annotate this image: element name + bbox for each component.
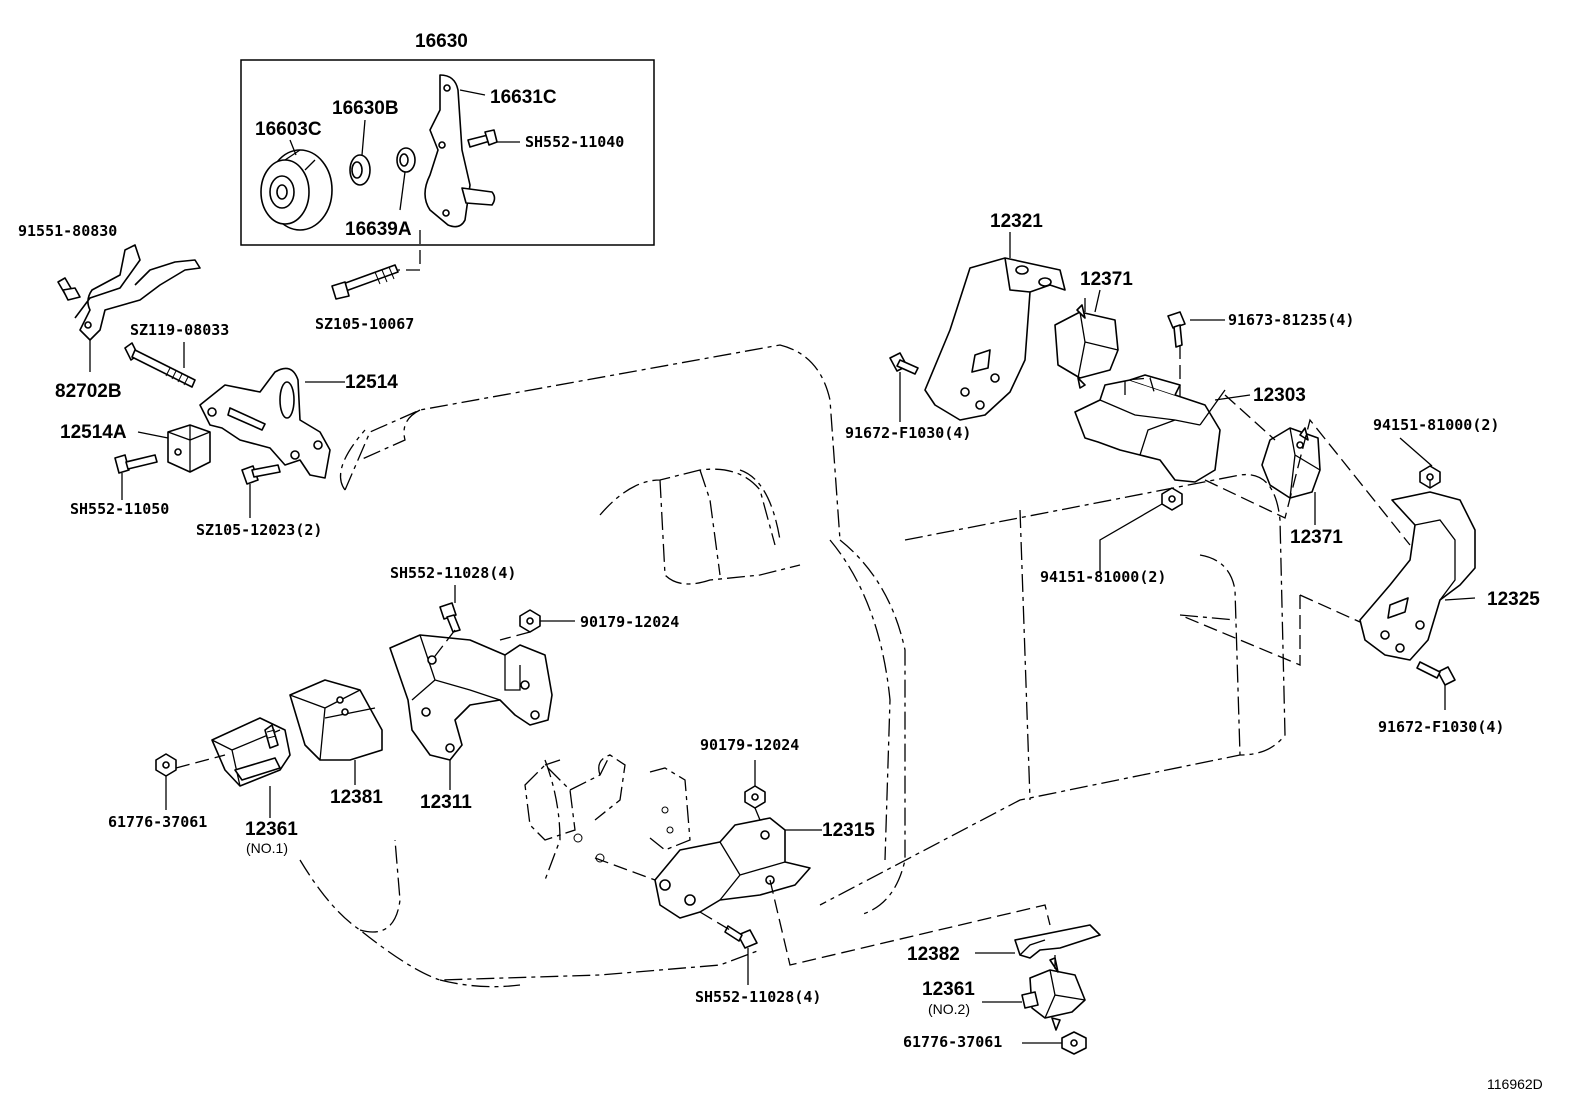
label-12361-no1: 12361 [245, 819, 298, 840]
label-16630B: 16630B [332, 98, 399, 119]
bracket-12315 [654, 817, 822, 919]
label-61776-37061-bottom: 61776-37061 [903, 1033, 1002, 1051]
bolt-SH552-11028-lower [699, 911, 758, 985]
label-no2: (NO.2) [928, 1001, 970, 1017]
bolt-SZ105-12023 [241, 464, 281, 485]
label-12325: 12325 [1487, 589, 1540, 610]
insulator-12371-right [1261, 427, 1321, 525]
label-SH552-11028-upper: SH552-11028(4) [390, 564, 516, 582]
bolt-91672-F1030-upper [889, 352, 919, 422]
engine-outline [299, 344, 1286, 988]
part-labels: 16630 16631C 16630B 16603C SH552-11040 1… [18, 31, 1543, 1092]
nut-61776-37061-left [155, 753, 177, 810]
spacer-12514A [167, 424, 211, 473]
label-SH552-11040: SH552-11040 [525, 133, 624, 151]
label-90179-12024-upper: 90179-12024 [580, 613, 679, 631]
label-94151-81000-right: 94151-81000(2) [1373, 416, 1499, 434]
figure-number: 116962D [1487, 1076, 1543, 1092]
lower-connector-lines [769, 879, 1056, 975]
label-91672-F1030-lower: 91672-F1030(4) [1378, 718, 1504, 736]
crossmember-12303 [1074, 374, 1226, 483]
leader-lines [121, 89, 1476, 601]
idler-pulley-16603C [260, 149, 333, 231]
label-16639A: 16639A [345, 219, 412, 240]
label-no1: (NO.1) [246, 840, 288, 856]
bolt-SZ119-08033 [124, 342, 196, 388]
label-SZ105-10067: SZ105-10067 [315, 315, 414, 333]
label-12321: 12321 [990, 211, 1043, 232]
label-12315: 12315 [822, 820, 875, 841]
label-94151-81000-center: 94151-81000(2) [1040, 568, 1166, 586]
label-12381: 12381 [330, 787, 383, 808]
insulator-12371-top [1054, 298, 1119, 389]
label-12514: 12514 [345, 372, 398, 393]
nut-94151-81000-center [1099, 487, 1183, 572]
nut-94151-81000-right [1419, 465, 1441, 489]
bolt-SZ105-10067 [331, 230, 421, 300]
bolt-91672-F1030-lower [1416, 661, 1456, 710]
label-12311: 12311 [420, 792, 472, 813]
label-12382: 12382 [907, 944, 960, 965]
housing-near-12315 [524, 754, 691, 881]
label-12361-no2: 12361 [922, 979, 975, 1000]
label-16630: 16630 [415, 31, 468, 52]
bracket-12321 [924, 257, 1066, 421]
group-box-16630 [240, 59, 655, 246]
bolt-91673-81235 [1167, 311, 1225, 400]
label-16631C: 16631C [490, 87, 557, 108]
label-91673-81235: 91673-81235(4) [1228, 311, 1354, 329]
label-SZ119-08033: SZ119-08033 [130, 321, 229, 339]
label-90179-12024-middle: 90179-12024 [700, 736, 799, 754]
label-12303: 12303 [1253, 385, 1306, 406]
nut-90179-12024-middle [744, 760, 766, 821]
insulator-12381 [289, 679, 383, 785]
insulator-12361-no2 [982, 957, 1086, 1031]
label-82702B: 82702B [55, 381, 122, 402]
label-12514A: 12514A [60, 422, 127, 443]
nut-16639A [396, 147, 416, 173]
bolt-91551-80830 [57, 277, 81, 301]
label-SZ105-12023: SZ105-12023(2) [196, 521, 322, 539]
bracket-16631C [424, 74, 496, 228]
label-61776-37061-left: 61776-37061 [108, 813, 207, 831]
label-91551-80830: 91551-80830 [18, 222, 117, 240]
bracket-12311 [389, 629, 553, 790]
bolt-SH552-11028-upper [439, 585, 461, 633]
plate-12382 [975, 924, 1101, 959]
bracket-12514 [199, 367, 331, 479]
nut-61776-37061-bottom [1022, 1031, 1087, 1055]
label-SH552-11050: SH552-11050 [70, 500, 169, 518]
label-16603C: 16603C [255, 119, 322, 140]
label-12371-top: 12371 [1080, 269, 1133, 290]
right-connector-lines [1179, 394, 1431, 666]
bolt-SH552-11050 [114, 454, 158, 474]
seal-16630B [349, 154, 371, 186]
label-12371-right: 12371 [1290, 527, 1343, 548]
label-SH552-11028-lower: SH552-11028(4) [695, 988, 821, 1006]
label-91672-F1030-upper: 91672-F1030(4) [845, 424, 971, 442]
bracket-82702B [74, 244, 201, 372]
nut-90179-12024-upper [519, 609, 575, 633]
bolt-SH552-11040 [467, 129, 498, 148]
bracket-12325 [1359, 491, 1476, 661]
insulator-12361-no1 [175, 717, 291, 818]
